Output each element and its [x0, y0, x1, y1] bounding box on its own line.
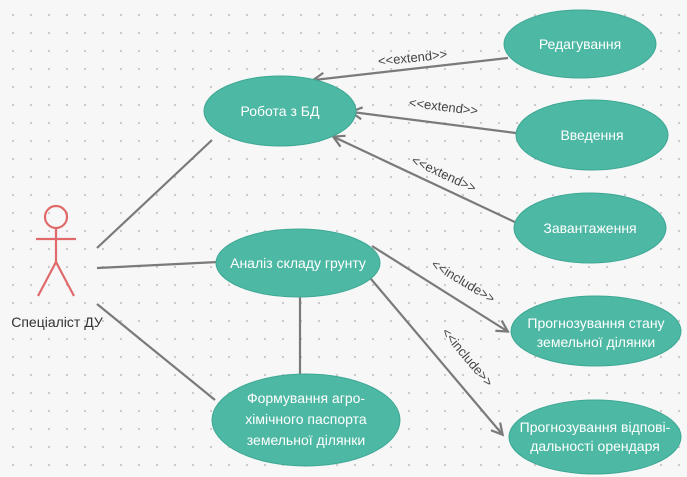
- use-case-prohnoz-vidpov-line-2: дальності орендаря: [530, 438, 660, 454]
- include-arrow-prohnoz-vidpov: [370, 278, 502, 434]
- extend-arrow-vvedennia: [352, 112, 517, 135]
- use-case-robota-bd[interactable]: Робота з БД: [203, 75, 357, 147]
- actor-specialist[interactable]: Спеціаліст ДУ: [11, 204, 103, 330]
- extend-label-vvedennia: <<extend>>: [408, 95, 479, 118]
- include-arrow-prohnoz-stanu: [371, 245, 507, 331]
- use-case-analiz[interactable]: Аналіз складу грунту: [215, 228, 381, 298]
- use-case-vvedennia[interactable]: Введення: [515, 99, 669, 171]
- association-line-formuvannia: [96, 303, 216, 401]
- use-case-formuvannia-line-1: Формування агро-: [247, 390, 365, 406]
- association-line-robota-bd: [96, 139, 213, 249]
- extend-label-redahuvannia: <<extend>>: [377, 46, 448, 68]
- use-case-formuvannia-line-2: хімічного паспорта: [245, 411, 367, 427]
- use-case-zavantazhennia-label: Завантаження: [543, 220, 636, 236]
- use-case-redahuvannia-label: Редагування: [539, 36, 621, 52]
- actor-right-leg: [55, 261, 75, 297]
- use-case-robota-bd-label: Робота з БД: [241, 103, 320, 119]
- use-case-vvedennia-label: Введення: [560, 127, 623, 143]
- use-case-analiz-label: Аналіз складу грунту: [230, 255, 366, 271]
- actor-label: Спеціаліст ДУ: [11, 314, 103, 330]
- include-label-prohnoz-vidpov: <<include>>: [439, 325, 497, 389]
- association-line-analiz: [96, 260, 219, 270]
- include-label-prohnoz-stanu: <<include>>: [429, 256, 498, 306]
- use-case-formuvannia[interactable]: Формування агро- хімічного паспорта земе…: [211, 373, 401, 467]
- actor-head: [43, 204, 69, 230]
- use-case-prohnoz-stanu[interactable]: Прогнозування стану земельної ділянки: [510, 295, 682, 367]
- use-case-formuvannia-line-3: земельної ділянки: [247, 432, 365, 448]
- use-case-prohnoz-stanu-line-1: Прогнозування стану: [527, 315, 664, 331]
- use-case-prohnoz-vidpov-line-1: Прогнозування відпові-: [520, 419, 671, 435]
- use-case-redahuvannia[interactable]: Редагування: [503, 9, 657, 79]
- use-case-prohnoz-stanu-line-2: земельної ділянки: [537, 334, 655, 350]
- use-case-zavantazhennia[interactable]: Завантаження: [513, 192, 667, 264]
- actor-left-leg: [37, 261, 57, 297]
- use-case-prohnoz-vidpov[interactable]: Прогнозування відпові- дальності орендар…: [508, 399, 682, 475]
- extend-arrow-redahuvannia: [314, 56, 509, 80]
- extend-arrow-zavantazhennia: [334, 137, 520, 225]
